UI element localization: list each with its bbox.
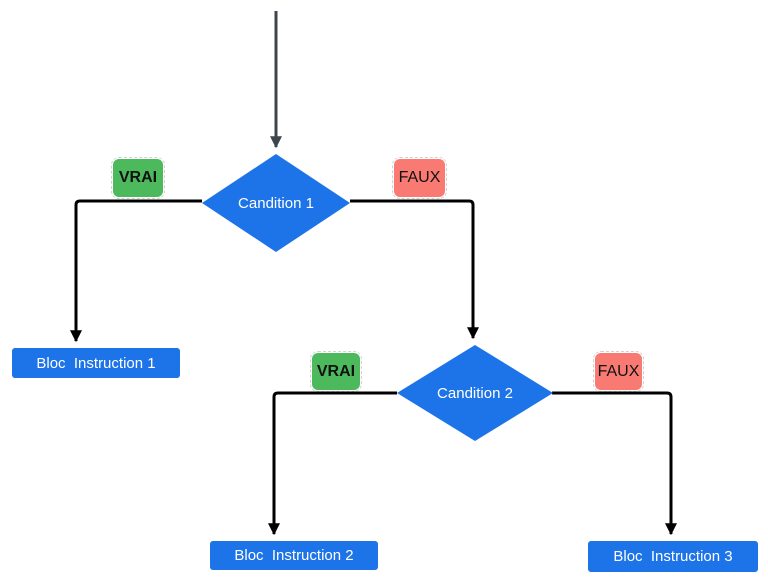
condition-1-label: Candition 1 [238, 194, 314, 212]
edge-condition1-false [350, 199, 479, 340]
block-instruction-3: Bloc Instruction 3 [588, 541, 758, 572]
false-branch-badge-1: FAUX [392, 157, 447, 199]
block-instruction-3-label: Bloc Instruction 3 [613, 548, 733, 565]
true-branch-badge-1: VRAI [111, 157, 165, 199]
false-branch-label-1: FAUX [398, 169, 441, 186]
true-branch-label-1: VRAI [118, 169, 158, 186]
false-branch-badge-2: FAUX [593, 351, 644, 392]
block-instruction-1: Bloc Instruction 1 [12, 348, 180, 378]
true-branch-badge-2: VRAI [310, 351, 362, 392]
condition-2-label: Candition 2 [437, 384, 513, 402]
false-branch-label-2: FAUX [597, 362, 640, 380]
edge-condition1-true [70, 199, 202, 343]
block-instruction-2-label: Bloc Instruction 2 [234, 547, 354, 564]
block-instruction-1-label: Bloc Instruction 1 [36, 354, 156, 372]
edge-condition2-true [268, 391, 397, 536]
true-branch-label-2: VRAI [316, 362, 356, 380]
block-instruction-2: Bloc Instruction 2 [210, 541, 378, 570]
edge-condition2-false [552, 391, 677, 536]
